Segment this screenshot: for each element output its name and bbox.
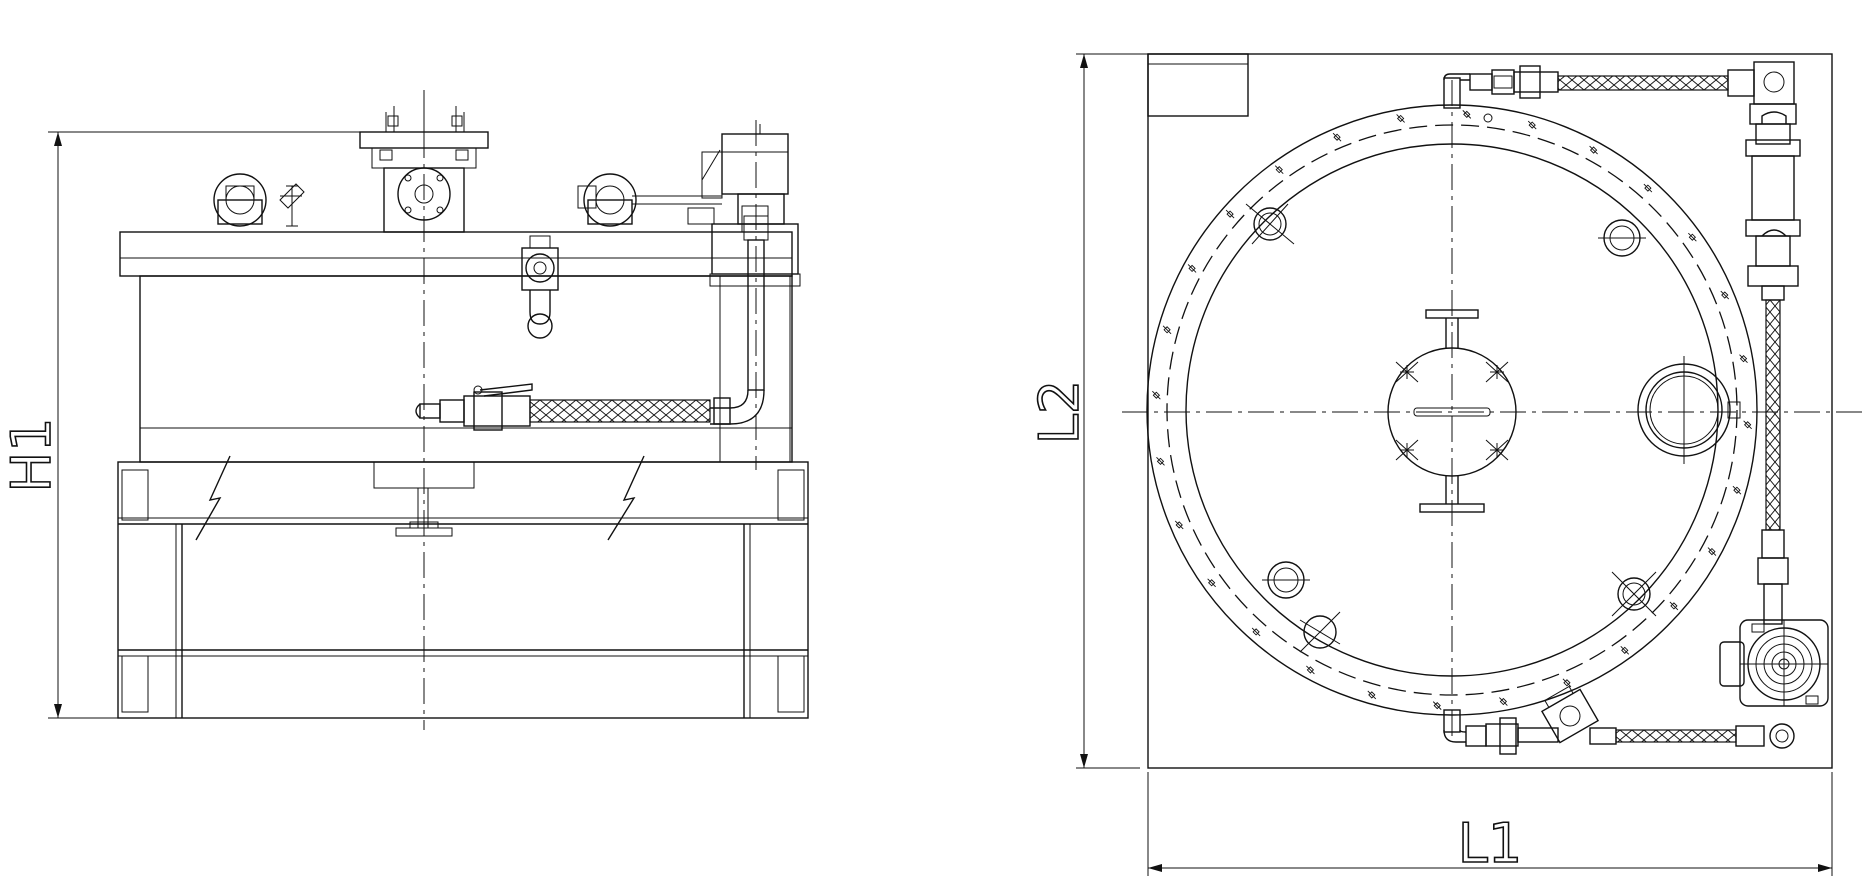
base-frame [117, 455, 809, 719]
side-valve [521, 235, 559, 339]
l2-dimension: L2 [1027, 53, 1150, 769]
bolt-mark [1562, 678, 1572, 688]
right-lifting-eye [577, 173, 722, 227]
bolt-mark [1720, 290, 1730, 300]
bolt-mark [1207, 578, 1216, 588]
central-manway [1387, 309, 1517, 513]
bolt-mark [1156, 457, 1165, 466]
bottom-hose-assembly [1443, 685, 1795, 755]
bolt-mark [1743, 420, 1752, 430]
plan-view: L2 L1 [1027, 53, 1862, 876]
motor [701, 124, 801, 287]
bolt-mark [1225, 209, 1235, 219]
bolt-mark [1174, 520, 1184, 530]
sight-port [1637, 356, 1741, 464]
side-pipe-assembly [415, 215, 769, 431]
nozzles [1245, 113, 1657, 653]
h1-label: H1 [0, 418, 63, 493]
bolt-mark [1274, 165, 1284, 174]
bolt-marks [1152, 110, 1752, 710]
bolt-mark [1152, 390, 1161, 400]
bolt-mark [1432, 701, 1442, 710]
bolt-mark [1589, 145, 1598, 155]
bolt-mark [1499, 697, 1508, 706]
bolt-mark [1367, 690, 1377, 700]
bolt-mark [1396, 114, 1405, 123]
side-elevation-view: H1 [0, 90, 809, 730]
top-lid [119, 231, 793, 277]
bolt-mark [1688, 232, 1697, 242]
bolt-mark [1669, 601, 1679, 611]
pump [1719, 619, 1829, 707]
left-lifting-eye [213, 173, 305, 227]
bolt-mark [1732, 485, 1742, 495]
bolt-mark [1707, 547, 1717, 556]
tank-body [139, 275, 793, 463]
bolt-mark [1643, 183, 1653, 193]
bolt-mark [1739, 354, 1748, 363]
bolt-mark [1306, 665, 1315, 675]
bolt-mark [1527, 120, 1537, 130]
bolt-mark [1462, 110, 1472, 119]
bolt-mark [1332, 132, 1342, 142]
bolt-mark [1162, 325, 1172, 335]
control-box [1147, 53, 1249, 117]
bolt-mark [1187, 264, 1197, 273]
top-hose-assembly [1443, 61, 1795, 109]
l1-dimension: L1 [1147, 772, 1833, 876]
bolt-mark [1251, 627, 1261, 637]
right-pipe-assembly [1745, 103, 1801, 625]
base-outline [1147, 53, 1833, 769]
l2-label: L2 [1028, 380, 1091, 444]
h1-dimension: H1 [0, 131, 360, 719]
l1-label: L1 [1458, 812, 1522, 875]
bolt-mark [1620, 646, 1630, 655]
